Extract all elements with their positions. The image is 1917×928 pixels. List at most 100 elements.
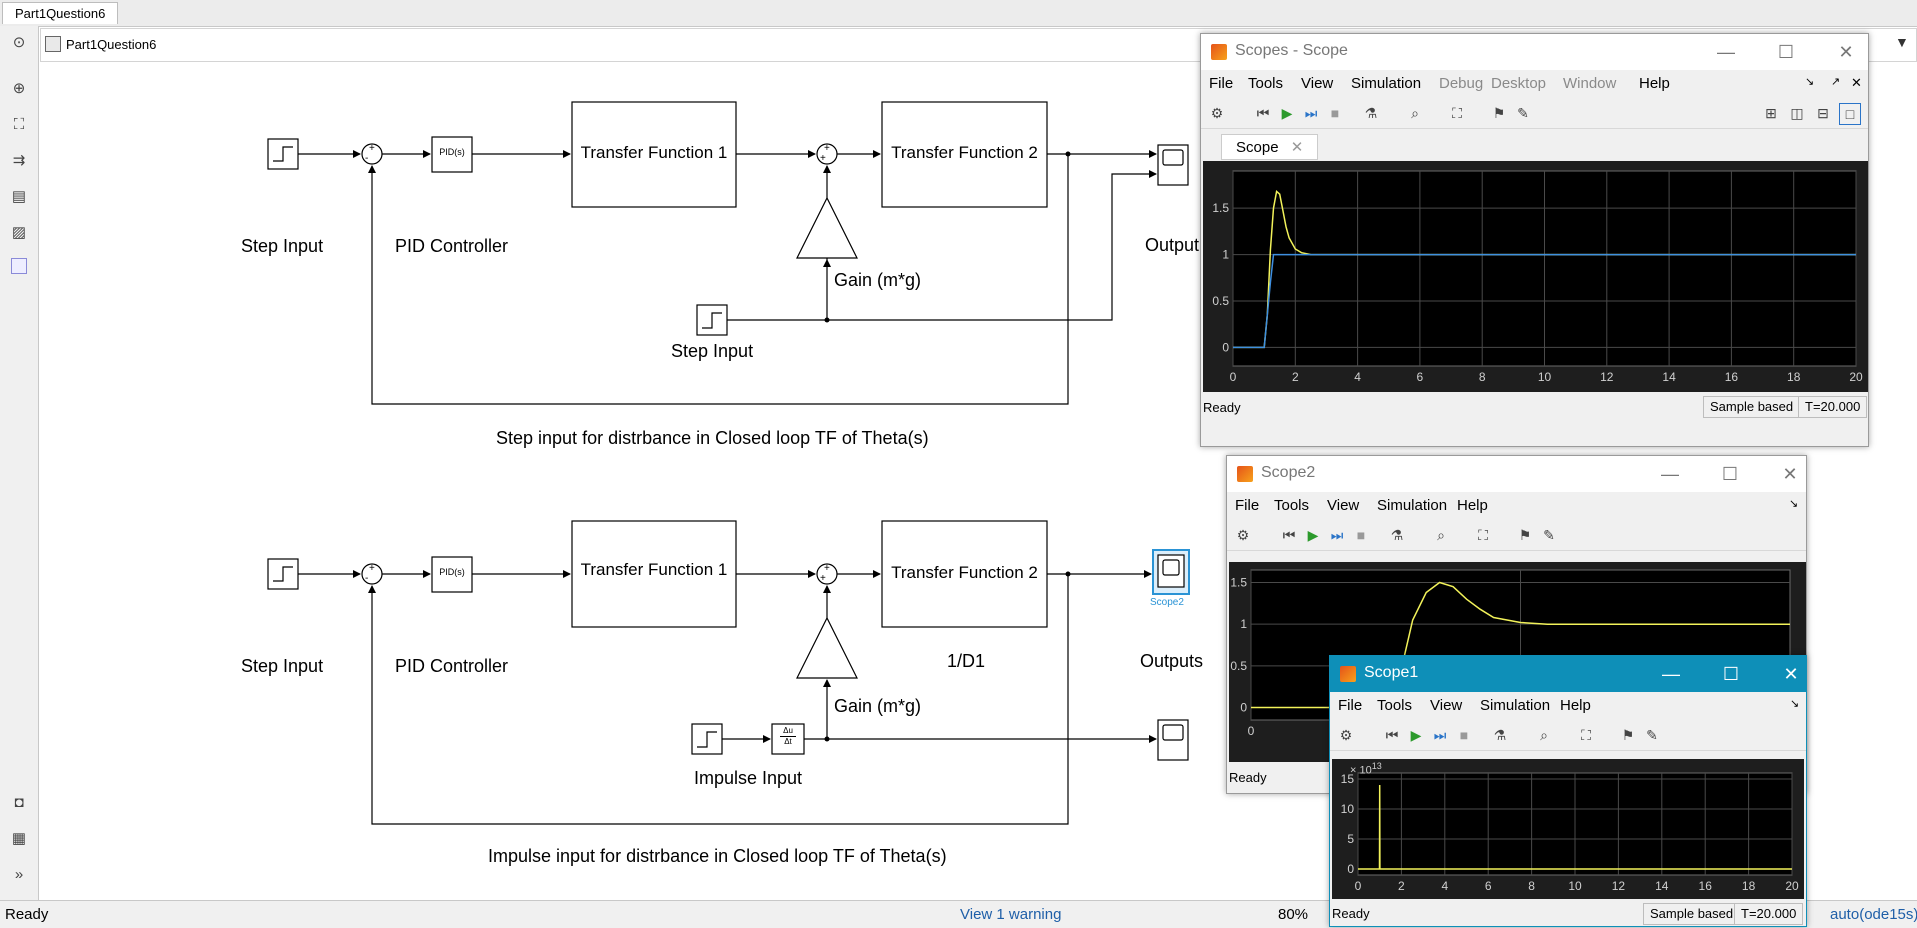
menu-desktop[interactable]: Desktop xyxy=(1491,75,1547,92)
menu-help[interactable]: Help xyxy=(1639,75,1670,92)
scope1-menubar: File Tools View Simulation Help ↘ xyxy=(1330,692,1806,720)
area-icon[interactable] xyxy=(8,258,30,280)
run-icon[interactable]: ▶ xyxy=(1281,105,1293,121)
menu-file[interactable]: File xyxy=(1338,697,1363,714)
step-back-icon[interactable]: ⏮ xyxy=(1256,105,1270,121)
close-icon[interactable]: ✕ xyxy=(1838,42,1854,62)
layout-split-icon[interactable]: ◫ xyxy=(1790,105,1804,121)
autoscale-icon[interactable]: ⛶ xyxy=(1478,527,1488,543)
menu-simulation[interactable]: Simulation xyxy=(1377,497,1448,514)
cursor-icon[interactable]: ⚑ xyxy=(1492,105,1506,121)
cursor-icon[interactable]: ⚑ xyxy=(1621,727,1635,743)
menu-tools[interactable]: Tools xyxy=(1274,497,1310,514)
step-forward-icon[interactable]: ⏭ xyxy=(1433,727,1447,743)
menu-simulation[interactable]: Simulation xyxy=(1480,697,1551,714)
transfer-function-2-block-2[interactable] xyxy=(881,520,1048,628)
tab-close-icon[interactable]: ✕ xyxy=(1290,139,1304,156)
expand-icon[interactable]: » xyxy=(14,866,24,883)
back-icon[interactable]: ⊙ xyxy=(12,34,26,51)
menu-debug[interactable]: Debug xyxy=(1439,75,1484,92)
zoom-in-icon[interactable]: ⊕ xyxy=(12,80,26,97)
layout-rows-icon[interactable]: ⊟ xyxy=(1817,105,1829,121)
dock-icon[interactable]: ↘ xyxy=(1805,76,1815,88)
minimize-icon[interactable]: — xyxy=(1662,664,1680,684)
edit-icon[interactable]: ✎ xyxy=(1646,727,1658,743)
menu-view[interactable]: View xyxy=(1327,497,1360,514)
stop-icon[interactable]: ■ xyxy=(1459,727,1469,743)
menu-window[interactable]: Window xyxy=(1563,75,1617,92)
menu-tools[interactable]: Tools xyxy=(1377,697,1413,714)
settings-icon[interactable]: ⚙ xyxy=(1339,727,1353,743)
scope1-window-titlebar[interactable]: Scope1 — ☐ ✕ xyxy=(1330,656,1806,692)
highlight-icon[interactable]: ⚗ xyxy=(1493,727,1507,743)
x-tick-label: 6 xyxy=(1485,879,1492,893)
dock-icon[interactable]: ↘ xyxy=(1790,698,1800,710)
layout-icon[interactable]: ⊞ xyxy=(1765,105,1777,121)
step-back-icon[interactable]: ⏮ xyxy=(1385,727,1399,743)
fit-view-icon[interactable]: ⛶ xyxy=(13,116,25,133)
close-icon[interactable]: ✕ xyxy=(1783,664,1799,684)
run-icon[interactable]: ▶ xyxy=(1307,527,1319,543)
run-icon[interactable]: ▶ xyxy=(1410,727,1422,743)
minimize-icon[interactable]: — xyxy=(1661,464,1679,484)
solver-link[interactable]: auto(ode15s) xyxy=(1830,906,1917,923)
highlight-icon[interactable]: ⚗ xyxy=(1364,105,1378,121)
gain-block-2[interactable] xyxy=(796,616,858,679)
transfer-function-1-block-2[interactable] xyxy=(571,520,737,628)
autoscale-icon[interactable]: ⛶ xyxy=(1581,727,1591,743)
image-icon[interactable]: ▨ xyxy=(11,224,27,241)
transfer-function-1-block[interactable] xyxy=(571,101,737,208)
step-back-icon[interactable]: ⏮ xyxy=(1282,527,1296,543)
gain-label: Gain (m*g) xyxy=(834,270,922,290)
gain-block[interactable] xyxy=(796,196,858,259)
maximize-icon[interactable]: ☐ xyxy=(1777,42,1795,62)
warning-link[interactable]: View 1 warning xyxy=(960,906,1062,923)
step-forward-icon[interactable]: ⏭ xyxy=(1304,105,1318,121)
zoom-icon[interactable]: ⌕ xyxy=(1411,105,1419,121)
menu-help[interactable]: Help xyxy=(1457,497,1488,514)
zoom-icon[interactable]: ⌕ xyxy=(1437,527,1445,543)
edit-icon[interactable]: ✎ xyxy=(1517,105,1529,121)
layout-single-icon[interactable]: □ xyxy=(1839,103,1861,125)
menu-simulation[interactable]: Simulation xyxy=(1351,75,1422,92)
maximize-icon[interactable]: ☐ xyxy=(1722,664,1740,684)
autoscale-icon[interactable]: ⛶ xyxy=(1452,105,1462,121)
highlight-icon[interactable]: ⚗ xyxy=(1390,527,1404,543)
edit-icon[interactable]: ✎ xyxy=(1543,527,1555,543)
address-label[interactable]: Part1Question6 xyxy=(66,37,157,52)
signal-icon[interactable]: ⇉ xyxy=(12,152,26,169)
close-icon[interactable]: ✕ xyxy=(1782,464,1798,484)
address-dropdown-icon[interactable]: ▼ xyxy=(1895,34,1909,50)
step-forward-icon[interactable]: ⏭ xyxy=(1330,527,1344,543)
settings-icon[interactable]: ⚙ xyxy=(1236,527,1250,543)
menu-help[interactable]: Help xyxy=(1560,697,1591,714)
cursor-icon[interactable]: ⚑ xyxy=(1518,527,1532,543)
menu-view[interactable]: View xyxy=(1430,697,1463,714)
stop-icon[interactable]: ■ xyxy=(1356,527,1366,543)
camera-icon[interactable]: ◘ xyxy=(14,794,24,811)
menu-tools[interactable]: Tools xyxy=(1248,75,1284,92)
pid-block-2[interactable] xyxy=(431,556,473,593)
model-browser-icon[interactable]: ▦ xyxy=(11,830,27,847)
annotation-icon[interactable]: ▤ xyxy=(11,188,27,205)
stop-icon[interactable]: ■ xyxy=(1330,105,1340,121)
transfer-function-2-block[interactable] xyxy=(881,101,1048,208)
zoom-icon[interactable]: ⌕ xyxy=(1540,727,1548,743)
scope2-window-titlebar[interactable]: Scope2 — ☐ ✕ xyxy=(1227,456,1806,492)
settings-icon[interactable]: ⚙ xyxy=(1210,105,1224,121)
derivative-block[interactable] xyxy=(771,723,805,755)
model-tab[interactable]: Part1Question6 xyxy=(2,2,119,24)
maximize-icon[interactable]: ☐ xyxy=(1721,464,1739,484)
menu-file[interactable]: File xyxy=(1235,497,1260,514)
dock-icon[interactable]: ↘ xyxy=(1789,498,1799,510)
undock-icon[interactable]: ↗ xyxy=(1831,76,1841,88)
close-doc-icon[interactable]: ✕ xyxy=(1851,75,1862,90)
x-tick-label: 0 xyxy=(1248,724,1255,738)
menu-view[interactable]: View xyxy=(1301,75,1334,92)
minimize-icon[interactable]: — xyxy=(1717,42,1735,62)
menu-file[interactable]: File xyxy=(1209,75,1234,92)
scope-window-titlebar[interactable]: Scopes - Scope — ☐ ✕ xyxy=(1201,34,1868,70)
scope-doc-tab[interactable]: Scope ✕ xyxy=(1221,134,1319,160)
